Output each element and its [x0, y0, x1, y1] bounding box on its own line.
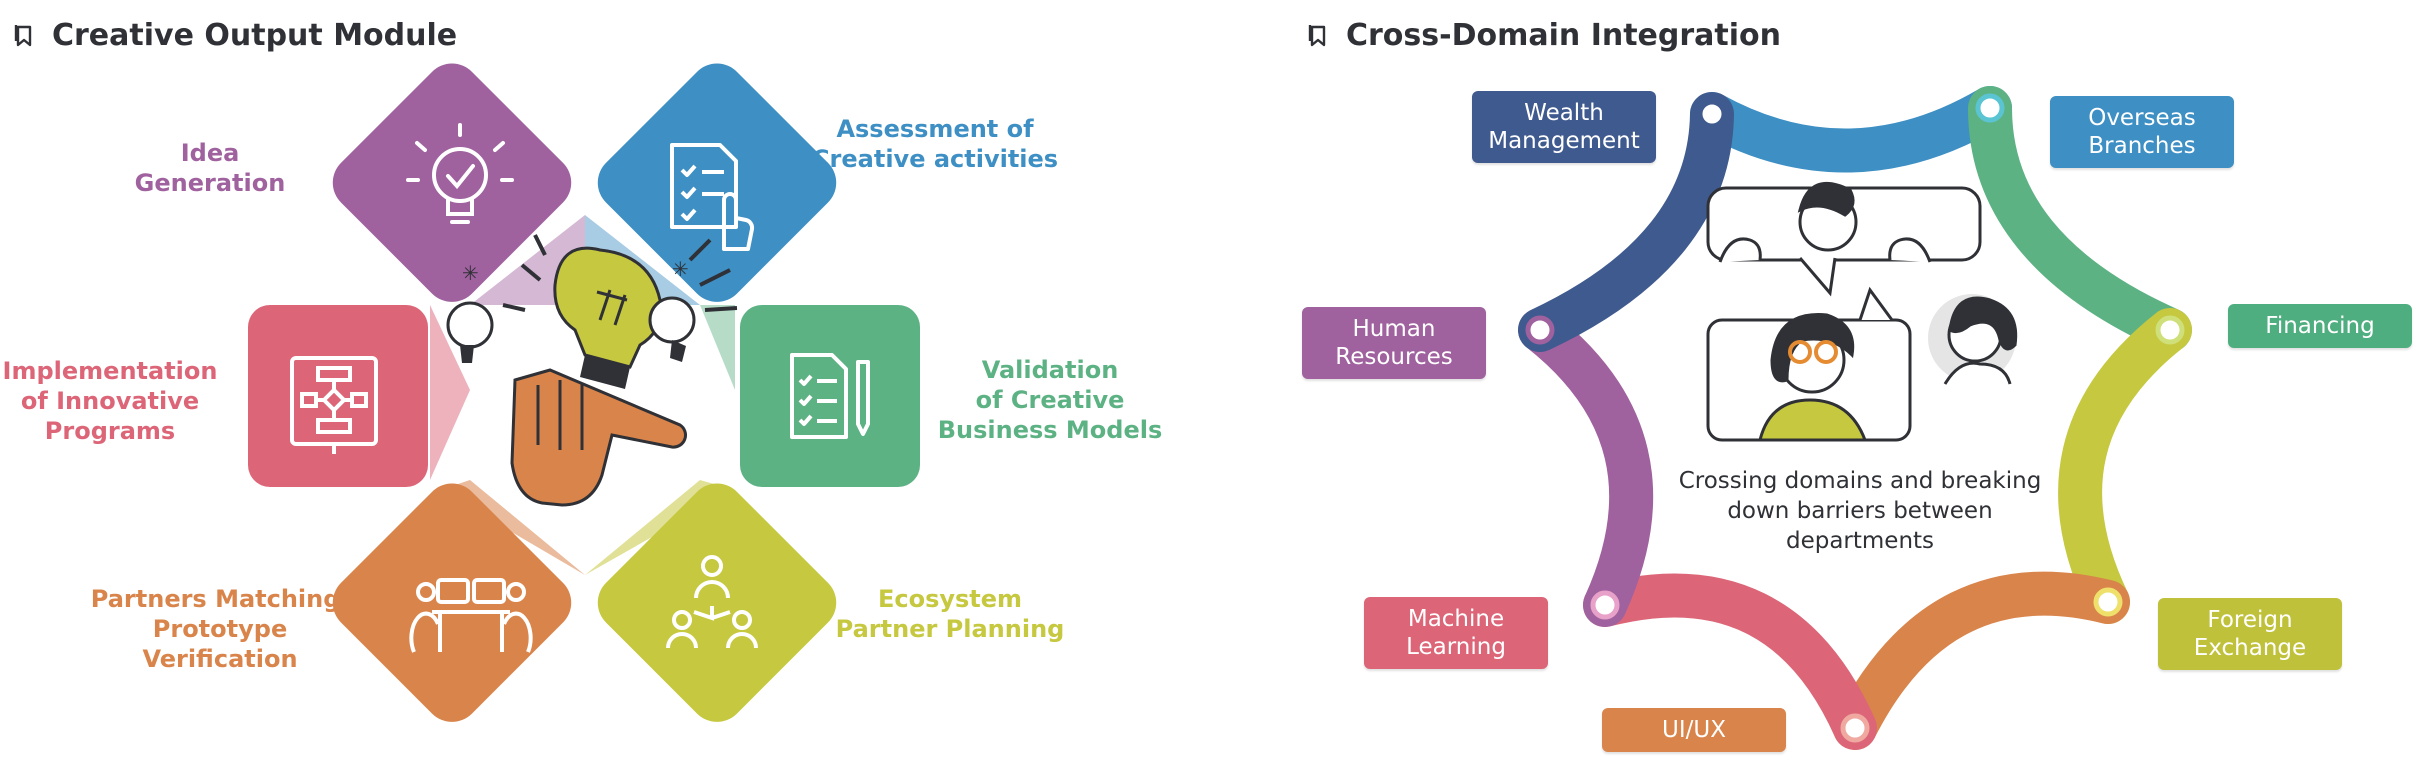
bookmark-icon: [14, 24, 32, 46]
label-partners: Partners Matching/ Prototype Verificatio…: [90, 585, 350, 673]
left-title-text: Creative Output Module: [52, 18, 458, 53]
label-ecosystem: Ecosystem Partner Planning: [835, 585, 1065, 643]
left-title: Creative Output Module: [14, 18, 457, 53]
petal-ecosystem: [597, 483, 837, 722]
tag-foreign-exchange: Foreign Exchange: [2158, 598, 2342, 670]
bookmark-icon: [1308, 24, 1326, 46]
hand-holding-lightbulb-icon: ✳ ✳: [446, 234, 738, 507]
thinking-people-icon: [1706, 181, 2018, 442]
svg-text:✳: ✳: [462, 261, 479, 285]
petal-validation: [740, 305, 920, 487]
tag-wealth-management: Wealth Management: [1472, 91, 1656, 163]
flowchart-icon: [290, 356, 378, 454]
meeting-table-icon: [409, 578, 533, 653]
tag-human-resources: Human Resources: [1302, 307, 1486, 379]
checklist-hand-icon: [670, 143, 755, 251]
tag-overseas-branches: Overseas Branches: [2050, 96, 2234, 168]
svg-text:✳: ✳: [672, 257, 689, 281]
right-title: Cross-Domain Integration: [1308, 18, 1781, 53]
right-title-text: Cross-Domain Integration: [1346, 18, 1781, 53]
lightbulb-icon: [406, 123, 514, 224]
team-network-icon: [666, 555, 758, 649]
tag-machine-learning: Machine Learning: [1364, 597, 1548, 669]
document-pen-icon: [790, 353, 870, 439]
label-validation: Validation of Creative Business Models: [937, 356, 1163, 444]
tag-financing: Financing: [2228, 304, 2412, 348]
petal-assessment: [597, 63, 837, 302]
label-assessment: Assessment of Creative activities: [811, 115, 1059, 173]
label-implementation: Implementation of Innovative Programs: [2, 357, 218, 445]
center-caption: Crossing domains and breaking down barri…: [1678, 468, 2042, 554]
label-idea-generation: Idea Generation: [134, 139, 286, 197]
tag-ui-ux: UI/UX: [1602, 708, 1786, 752]
